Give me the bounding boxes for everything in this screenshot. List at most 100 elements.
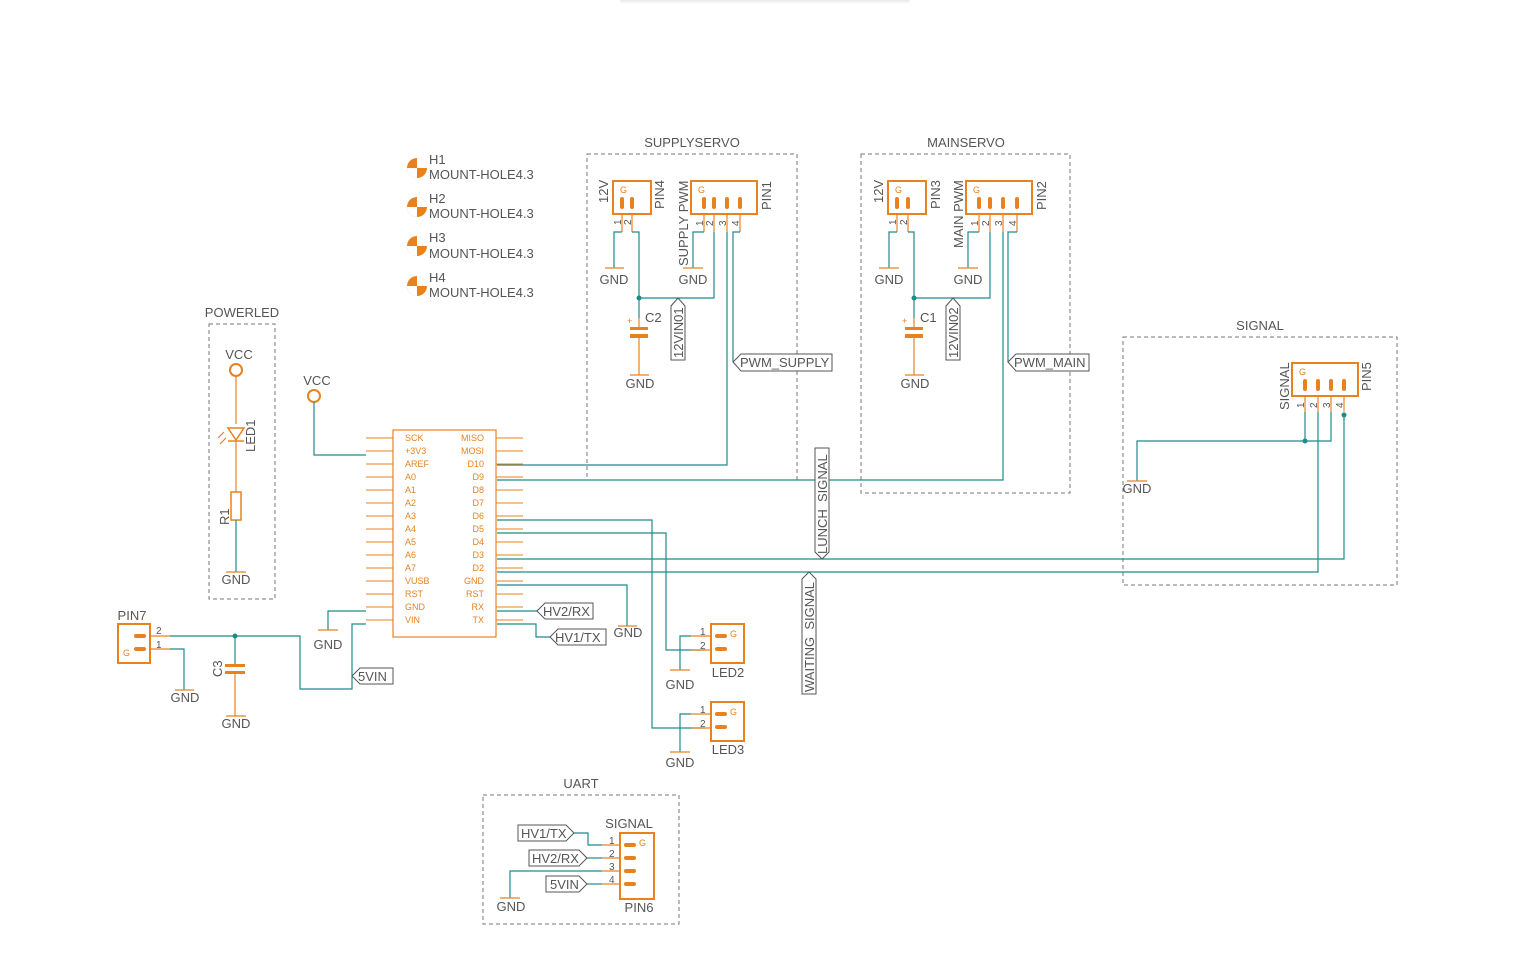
- net-flag-hv1tx-uart[interactable]: HV1/TX: [517, 824, 575, 842]
- svg-text:GND: GND: [1123, 481, 1152, 496]
- pin-number: 2: [1309, 402, 1320, 408]
- sheet-title-uart: UART: [563, 776, 598, 791]
- svg-text:12VIN01: 12VIN01: [671, 307, 686, 358]
- ref-c3: C3: [210, 660, 225, 677]
- pin-number: 3: [609, 862, 615, 873]
- mount-hole-value: MOUNT-HOLE4.3: [429, 285, 534, 300]
- pin-number: 4: [1335, 402, 1346, 408]
- connector-body: [965, 180, 1033, 215]
- capacitor-c1[interactable]: + C1: [902, 310, 937, 375]
- svg-text:5VIN: 5VIN: [358, 669, 387, 684]
- sheet-title-powerled: POWERLED: [205, 305, 279, 320]
- vcc-symbol: [229, 363, 243, 377]
- pin-number: 1: [700, 627, 706, 638]
- ground-mark-label: G: [730, 629, 737, 639]
- mount-hole-h3[interactable]: H3 MOUNT-HOLE4.3: [407, 230, 534, 261]
- svg-text:GND: GND: [171, 690, 200, 705]
- gnd-symbol: GND: [679, 267, 707, 287]
- gnd-symbol: GND: [954, 267, 982, 287]
- net-flag-lunch-signal[interactable]: LUNCH_SIGNAL: [814, 447, 830, 560]
- connector-body: [117, 623, 151, 664]
- mount-hole-h4[interactable]: H4 MOUNT-HOLE4.3: [407, 270, 534, 300]
- ref-pin6: PIN6: [625, 900, 654, 915]
- mcu-pin-label: AREF: [405, 459, 430, 469]
- pin-number: 1: [156, 640, 162, 651]
- resistor-r1[interactable]: R1: [217, 491, 242, 525]
- pin-number: 1: [695, 220, 706, 226]
- net-flag-12vin01[interactable]: 12VIN01: [670, 297, 686, 361]
- connector-pin7[interactable]: G 2 1 PIN7: [117, 608, 170, 664]
- net-flag-waiting-signal[interactable]: WAITING_SIGNAL: [801, 571, 817, 695]
- pin-number: 1: [888, 219, 899, 225]
- sheet-frame-mainservo: [860, 153, 1071, 494]
- pin-number: 2: [700, 719, 706, 730]
- ref-pin2: PIN2: [1034, 181, 1049, 210]
- svg-text:GND: GND: [666, 677, 695, 692]
- net-flag-hv2rx-uart[interactable]: HV2/RX: [528, 849, 588, 867]
- pin-number: 2: [700, 641, 706, 652]
- mcu-pin-label: RX: [471, 602, 484, 612]
- connector-led2[interactable]: G 1 2 LED2: [691, 623, 745, 680]
- connector-pin1[interactable]: G 1 2 3 4 SUPPLY PWM PIN1: [676, 180, 774, 266]
- svg-text:HV1/TX: HV1/TX: [555, 630, 601, 645]
- vcc-label-mcu: VCC: [303, 373, 330, 388]
- svg-text:GND: GND: [497, 899, 526, 914]
- pin-number: 2: [156, 626, 162, 637]
- connector-body: [619, 832, 655, 900]
- ref-pin5: PIN5: [1359, 362, 1374, 391]
- mcu-pin-label: MISO: [461, 433, 484, 443]
- gnd-symbol: GND: [666, 751, 694, 770]
- net-flag-hv1tx[interactable]: HV1/TX: [549, 628, 607, 646]
- svg-text:GND: GND: [600, 272, 629, 287]
- label-signal-uart: SIGNAL: [605, 816, 653, 831]
- svg-text:PWM_MAIN: PWM_MAIN: [1014, 355, 1086, 370]
- svg-text:GND: GND: [901, 376, 930, 391]
- mcu-pin-label: D3: [472, 550, 484, 560]
- mcu-pin-label: A3: [405, 511, 416, 521]
- led-led1[interactable]: LED1: [217, 419, 258, 452]
- mcu-pin-label: A2: [405, 498, 416, 508]
- pin-number: 1: [613, 219, 624, 225]
- svg-text:PWM_SUPPLY: PWM_SUPPLY: [740, 355, 830, 370]
- pin-number: 2: [623, 219, 634, 225]
- net-flag-12vin02[interactable]: 12VIN02: [945, 297, 961, 361]
- gnd-symbol: GND: [222, 715, 251, 731]
- sheet-frame-powerled: [208, 323, 276, 600]
- mcu-pin-label: D2: [472, 563, 484, 573]
- connector-body: [690, 180, 758, 215]
- sheet-title-supplyservo: SUPPLYSERVO: [644, 135, 740, 150]
- mount-hole-h1[interactable]: H1 MOUNT-HOLE4.3: [407, 152, 534, 182]
- pin-number: 1: [609, 836, 615, 847]
- connector-pin6[interactable]: G 1 2 3 4 SIGNAL PIN6: [602, 816, 655, 915]
- svg-text:GND: GND: [222, 716, 251, 731]
- connector-pin5[interactable]: G 1 2 3 4 SIGNAL PIN5: [1277, 362, 1374, 412]
- pin-number: 2: [705, 220, 716, 226]
- net-flag-pwm-supply[interactable]: PWM_SUPPLY: [732, 353, 833, 372]
- connector-pin4[interactable]: G 1 2 12V PIN4: [596, 180, 667, 232]
- pin-number: 2: [899, 219, 910, 225]
- top-edge-shadow: [620, 0, 910, 4]
- net-flag-5vin[interactable]: 5VIN: [351, 667, 394, 685]
- polarity-plus: +: [627, 316, 632, 326]
- gnd-symbol: GND: [626, 374, 654, 391]
- net-flag-5vin-uart[interactable]: 5VIN: [545, 875, 588, 893]
- capacitor-c2[interactable]: + C2: [627, 310, 662, 375]
- pin-number: 3: [1322, 402, 1333, 408]
- connector-pin2[interactable]: G 1 2 3 4 MAIN PWM PIN2: [951, 180, 1049, 248]
- mcu-arduino[interactable]: SCK+3V3AREFA0A1A2A3A4A5A6A7VUSBRSTGNDVIN…: [366, 429, 523, 638]
- svg-text:LUNCH_SIGNAL: LUNCH_SIGNAL: [815, 454, 830, 554]
- mcu-pin-label: SCK: [405, 433, 424, 443]
- connector-pin3[interactable]: G 1 2 12V PIN3: [871, 180, 943, 232]
- gnd-symbol: GND: [314, 629, 343, 652]
- connector-led3[interactable]: G 1 2 LED3: [691, 701, 745, 757]
- net-flag-pwm-main[interactable]: PWM_MAIN: [1007, 353, 1090, 372]
- svg-text:GND: GND: [314, 637, 343, 652]
- capacitor-c3[interactable]: C3: [210, 660, 245, 716]
- ground-mark-label: G: [620, 185, 627, 195]
- connector-body: [710, 623, 745, 664]
- net-flag-hv2rx[interactable]: HV2/RX: [536, 602, 594, 620]
- pin-number: 4: [609, 875, 615, 886]
- label-12v: 12V: [871, 180, 886, 203]
- mount-hole-h2[interactable]: H2 MOUNT-HOLE4.3: [407, 191, 534, 221]
